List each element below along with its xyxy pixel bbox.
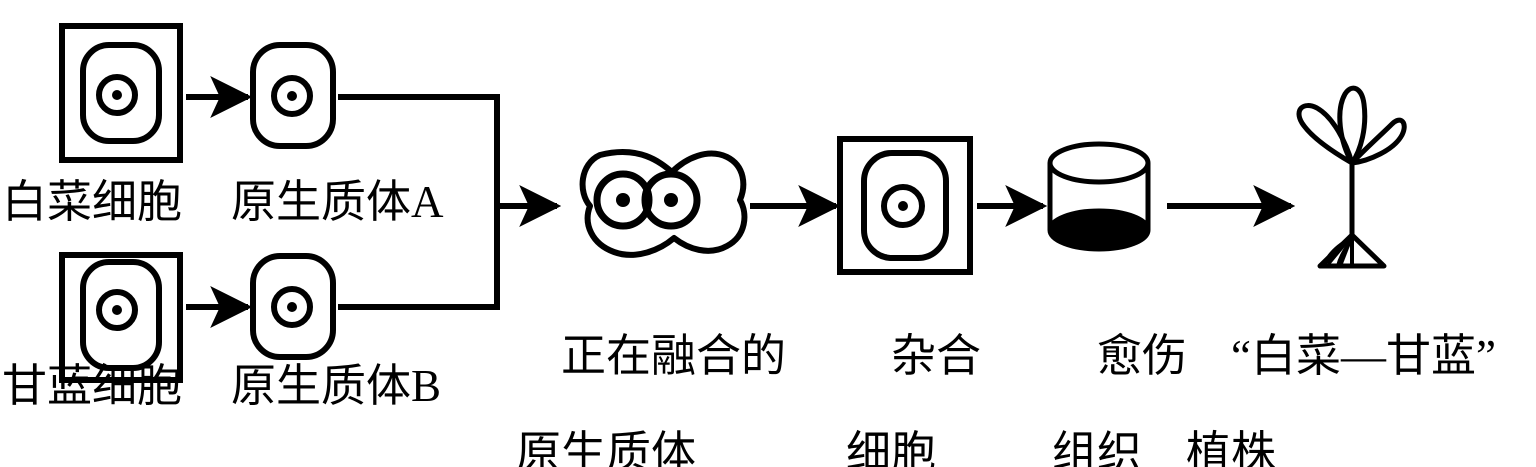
label-kale-cell: 甘蓝细胞 <box>2 361 183 411</box>
label-callus: 愈伤 组织 <box>1052 283 1187 467</box>
label-hybrid-cell-line2: 细胞 <box>846 427 937 467</box>
fusing-protoplast-icon <box>579 148 748 258</box>
bracket-protoplasts-merge <box>338 94 500 310</box>
protoplast-b-icon <box>250 253 336 360</box>
label-callus-line1: 愈伤 <box>1097 330 1188 381</box>
hybrid-cell-icon <box>837 136 973 275</box>
cabbage-cell-icon <box>59 23 183 163</box>
label-fusing-protoplast-line1: 正在融合的 <box>561 330 787 381</box>
label-hybrid-plant-line2: 植株 <box>1186 427 1277 467</box>
label-hybrid-cell-line1: 杂合 <box>891 330 982 381</box>
hybrid-plant-icon <box>1296 85 1407 269</box>
label-hybrid-cell: 杂合 细胞 <box>846 283 981 467</box>
label-hybrid-plant: “白菜—甘蓝” 植株 <box>1186 283 1496 467</box>
label-cabbage-cell: 白菜细胞 <box>2 177 183 227</box>
label-fusing-protoplast: 正在融合的 原生质体 <box>516 283 786 467</box>
label-callus-line2: 组织 <box>1052 427 1143 467</box>
kale-cell-icon <box>59 252 183 383</box>
label-fusing-protoplast-line2: 原生质体 <box>516 427 697 467</box>
label-protoplast-a: 原生质体A <box>231 177 444 227</box>
label-protoplast-b: 原生质体B <box>231 361 442 411</box>
label-hybrid-plant-line1: “白菜—甘蓝” <box>1231 330 1496 381</box>
protoplast-a-icon <box>250 42 336 149</box>
callus-culture-dish-icon <box>1047 141 1151 252</box>
